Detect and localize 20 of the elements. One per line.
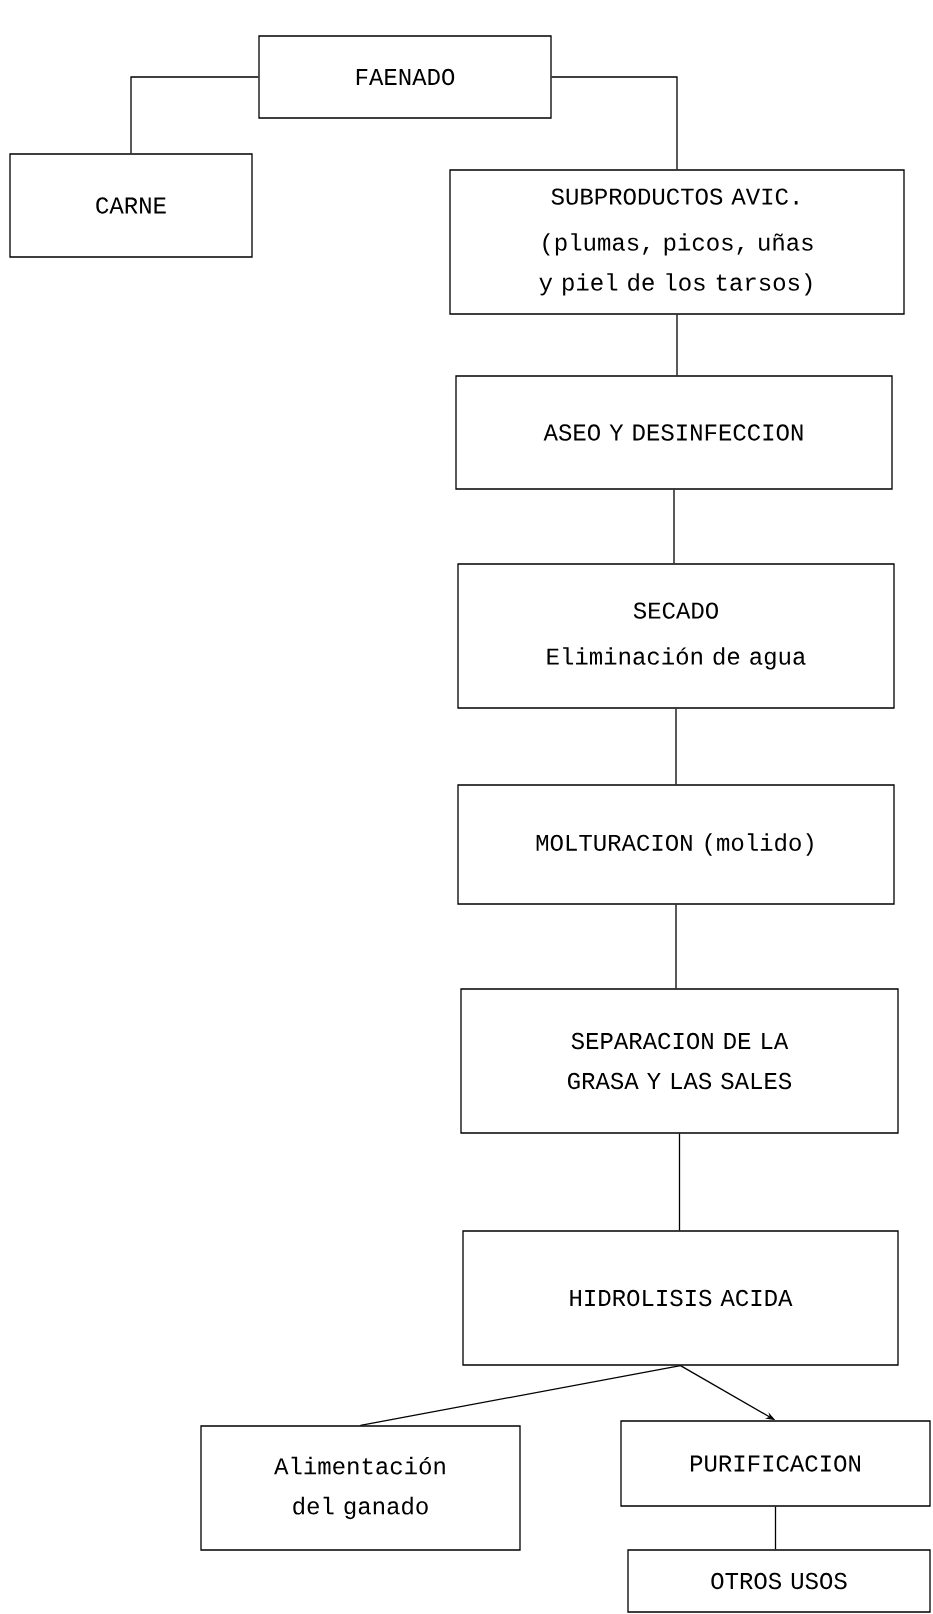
process-box: FAENADO <box>258 35 552 119</box>
process-box: SUBPRODUCTOS AVIC. (plumas, picos, uñas y piel de los tarsos) <box>449 169 905 315</box>
connector-line <box>675 708 677 785</box>
connector-line <box>359 1365 682 1426</box>
connector-line <box>774 1506 777 1550</box>
process-box: SEPARACION DE LA GRASA Y LAS SALES <box>460 988 899 1134</box>
process-box: SECADO Eliminación de agua <box>457 563 895 709</box>
process-box: OTROS USOS <box>627 1549 931 1613</box>
process-box: HIDROLISIS ACIDA <box>462 1230 899 1366</box>
connector-line <box>676 314 678 376</box>
process-box: PURIFICACION <box>620 1420 931 1507</box>
connector-line <box>551 76 678 170</box>
process-box: CARNE <box>9 153 253 258</box>
connector-line <box>130 76 259 154</box>
connector-line <box>678 1133 681 1231</box>
process-box: MOLTURACION (molido) <box>457 784 895 905</box>
connector-line <box>675 904 677 989</box>
process-box: Alimentación del ganado <box>200 1425 521 1551</box>
connector-line <box>673 489 675 564</box>
process-box: ASEO Y DESINFECCION <box>455 375 893 490</box>
